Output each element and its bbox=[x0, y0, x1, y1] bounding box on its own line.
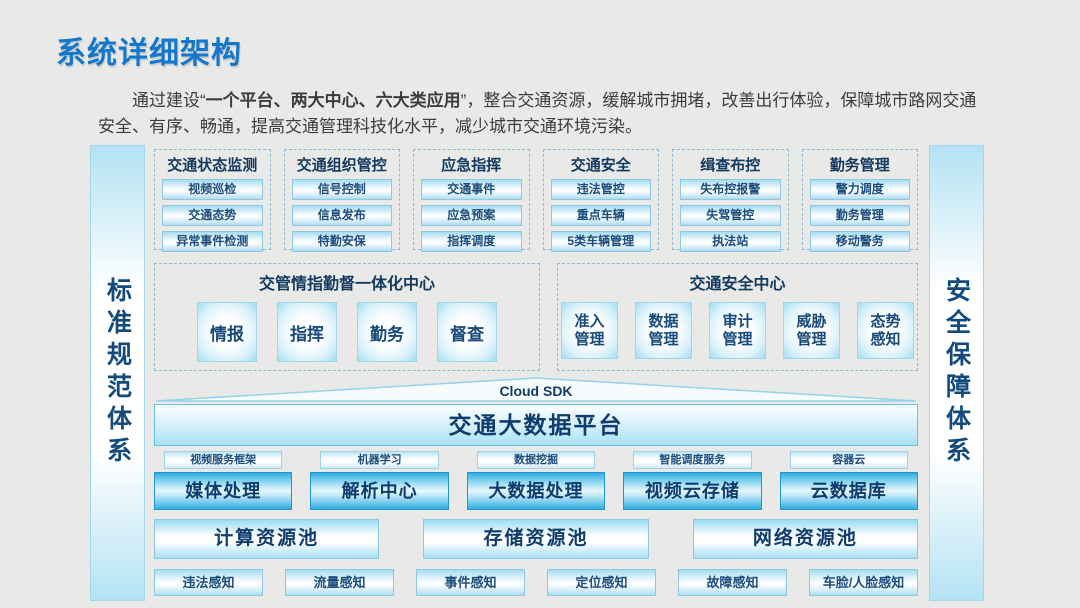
center-title: 交通安全中心 bbox=[689, 276, 786, 293]
sensor-item: 车脸/人脸感知 bbox=[809, 569, 918, 596]
app-item: 失驾管控 bbox=[680, 205, 781, 226]
app-group-items: 失布控报警 失驾管控 执法站 bbox=[673, 179, 788, 252]
app-item: 信号控制 bbox=[291, 179, 392, 200]
app-item: 违法管控 bbox=[550, 179, 651, 200]
app-group-items: 交通事件 应急预案 指挥调度 bbox=[414, 179, 529, 252]
centers-row: 交管情指勤督一体化中心 情报 指挥 勤务 督查 交通安全中心 准入管理 数据管理… bbox=[154, 263, 918, 371]
standards-system-bar: 标准规范体系 bbox=[90, 145, 145, 601]
app-group-title: 交通组织管控 bbox=[296, 157, 387, 174]
app-item: 执法站 bbox=[680, 231, 781, 252]
center-module: 准入管理 bbox=[561, 302, 618, 359]
service-label: 视频服务框架 bbox=[164, 451, 283, 469]
security-system-label: 安全保障体系 bbox=[942, 277, 971, 469]
service-label: 数据挖掘 bbox=[476, 451, 596, 469]
big-data-platform-banner: 交通大数据平台 bbox=[154, 404, 918, 446]
center-module: 情报 bbox=[197, 302, 257, 362]
security-system-bar: 安全保障体系 bbox=[929, 145, 984, 601]
center-module: 勤务 bbox=[357, 302, 417, 362]
intro-highlight: 一个平台、两大中心、六大类应用 bbox=[205, 91, 461, 110]
service-module: 媒体处理 bbox=[154, 472, 293, 510]
app-group-traffic-organization: 交通组织管控 信号控制 信息发布 特勤安保 bbox=[283, 149, 400, 252]
sensor-item: 流量感知 bbox=[285, 569, 394, 596]
center-module: 审计管理 bbox=[709, 302, 766, 359]
app-item: 警力调度 bbox=[809, 179, 910, 200]
app-item: 勤务管理 bbox=[809, 205, 910, 226]
diagram-main-column: 交通状态监测 视频巡检 交通态势 异常事件检测 交通组织管控 信号控制 信息发布… bbox=[154, 142, 918, 604]
cloud-sdk-label: Cloud SDK bbox=[499, 383, 573, 399]
architecture-diagram: 标准规范体系 安全保障体系 交通状态监测 视频巡检 交通态势 异常事件检测 交通… bbox=[88, 142, 994, 604]
traffic-security-center: 交通安全中心 准入管理 数据管理 审计管理 威胁管理 态势感知 bbox=[557, 263, 918, 371]
app-item: 信息发布 bbox=[291, 205, 392, 226]
app-group-items: 信号控制 信息发布 特勤安保 bbox=[285, 179, 400, 252]
service-label: 机器学习 bbox=[320, 451, 439, 469]
app-group-title: 应急指挥 bbox=[441, 157, 502, 174]
intro-paragraph: 通过建设“一个平台、两大中心、六大类应用”，整合交通资源，缓解城市拥堵，改善出行… bbox=[98, 88, 986, 140]
app-group-traffic-status: 交通状态监测 视频巡检 交通态势 异常事件检测 bbox=[154, 149, 271, 252]
app-group-title: 交通状态监测 bbox=[167, 157, 258, 174]
intro-pre: 通过建设“ bbox=[132, 91, 206, 110]
app-item: 视频巡检 bbox=[162, 179, 263, 200]
service-module: 大数据处理 bbox=[466, 472, 606, 510]
app-item: 特勤安保 bbox=[291, 231, 392, 252]
service-label: 智能调度服务 bbox=[633, 451, 752, 469]
sensor-item: 定位感知 bbox=[547, 569, 656, 596]
app-group-title: 勤务管理 bbox=[829, 157, 890, 174]
center-module: 态势感知 bbox=[857, 302, 914, 359]
cloud-sdk-layer: Cloud SDK bbox=[154, 375, 918, 403]
app-group-items: 违法管控 重点车辆 5类车辆管理 bbox=[544, 179, 659, 252]
center-module: 指挥 bbox=[277, 302, 337, 362]
app-item: 交通事件 bbox=[421, 179, 522, 200]
cloud-sdk-triangle-shape bbox=[155, 377, 917, 402]
app-group-title: 交通安全 bbox=[570, 157, 631, 174]
sensor-item: 违法感知 bbox=[154, 569, 263, 596]
app-item: 异常事件检测 bbox=[162, 231, 263, 252]
intro-post: ”，整合交通资源，缓解城市拥堵，改善出行体验，保障城市路网交通安全、有序、畅通，… bbox=[98, 91, 977, 136]
resource-pool: 计算资源池 bbox=[154, 519, 380, 559]
app-item: 应急预案 bbox=[421, 205, 522, 226]
resource-pools-row: 计算资源池 存储资源池 网络资源池 bbox=[154, 519, 918, 559]
resource-pool: 网络资源池 bbox=[692, 519, 918, 559]
standards-system-label: 标准规范体系 bbox=[103, 277, 132, 469]
center-modules: 准入管理 数据管理 审计管理 威胁管理 态势感知 bbox=[558, 302, 917, 359]
service-module: 解析中心 bbox=[310, 472, 449, 510]
app-item: 指挥调度 bbox=[421, 231, 522, 252]
center-module: 数据管理 bbox=[635, 302, 692, 359]
service-module: 云数据库 bbox=[779, 472, 918, 510]
app-group-items: 视频巡检 交通态势 异常事件检测 bbox=[155, 179, 270, 252]
app-item: 移动警务 bbox=[809, 231, 910, 252]
center-title: 交管情指勤督一体化中心 bbox=[258, 276, 435, 293]
app-item: 失布控报警 bbox=[680, 179, 781, 200]
app-group-traffic-safety: 交通安全 违法管控 重点车辆 5类车辆管理 bbox=[542, 149, 659, 252]
page-title: 系统详细架构 bbox=[56, 37, 242, 70]
app-group-duty-management: 勤务管理 警力调度 勤务管理 移动警务 bbox=[801, 149, 918, 252]
sensor-item: 事件感知 bbox=[416, 569, 525, 596]
resource-pool: 存储资源池 bbox=[423, 519, 649, 559]
center-modules: 情报 指挥 勤务 督查 bbox=[155, 302, 539, 362]
app-group-investigation-control: 缉查布控 失布控报警 失驾管控 执法站 bbox=[672, 149, 789, 252]
service-labels-row: 视频服务框架 机器学习 数据挖掘 智能调度服务 容器云 bbox=[154, 451, 918, 469]
service-module: 视频云存储 bbox=[623, 472, 762, 510]
service-label: 容器云 bbox=[789, 451, 908, 469]
app-group-items: 警力调度 勤务管理 移动警务 bbox=[803, 179, 918, 252]
sensor-item: 故障感知 bbox=[678, 569, 787, 596]
app-item: 交通态势 bbox=[162, 205, 263, 226]
app-item: 5类车辆管理 bbox=[550, 231, 651, 252]
integrated-command-center: 交管情指勤督一体化中心 情报 指挥 勤务 督查 bbox=[154, 263, 540, 371]
center-module: 督查 bbox=[437, 302, 497, 362]
app-group-title: 缉查布控 bbox=[700, 157, 761, 174]
app-item: 重点车辆 bbox=[550, 205, 651, 226]
sensing-row: 违法感知 流量感知 事件感知 定位感知 故障感知 车脸/人脸感知 bbox=[154, 569, 918, 596]
center-module: 威胁管理 bbox=[783, 302, 840, 359]
service-modules-row: 媒体处理 解析中心 大数据处理 视频云存储 云数据库 bbox=[154, 472, 918, 510]
application-groups-row: 交通状态监测 视频巡检 交通态势 异常事件检测 交通组织管控 信号控制 信息发布… bbox=[154, 149, 918, 252]
app-group-emergency-command: 应急指挥 交通事件 应急预案 指挥调度 bbox=[413, 149, 530, 252]
